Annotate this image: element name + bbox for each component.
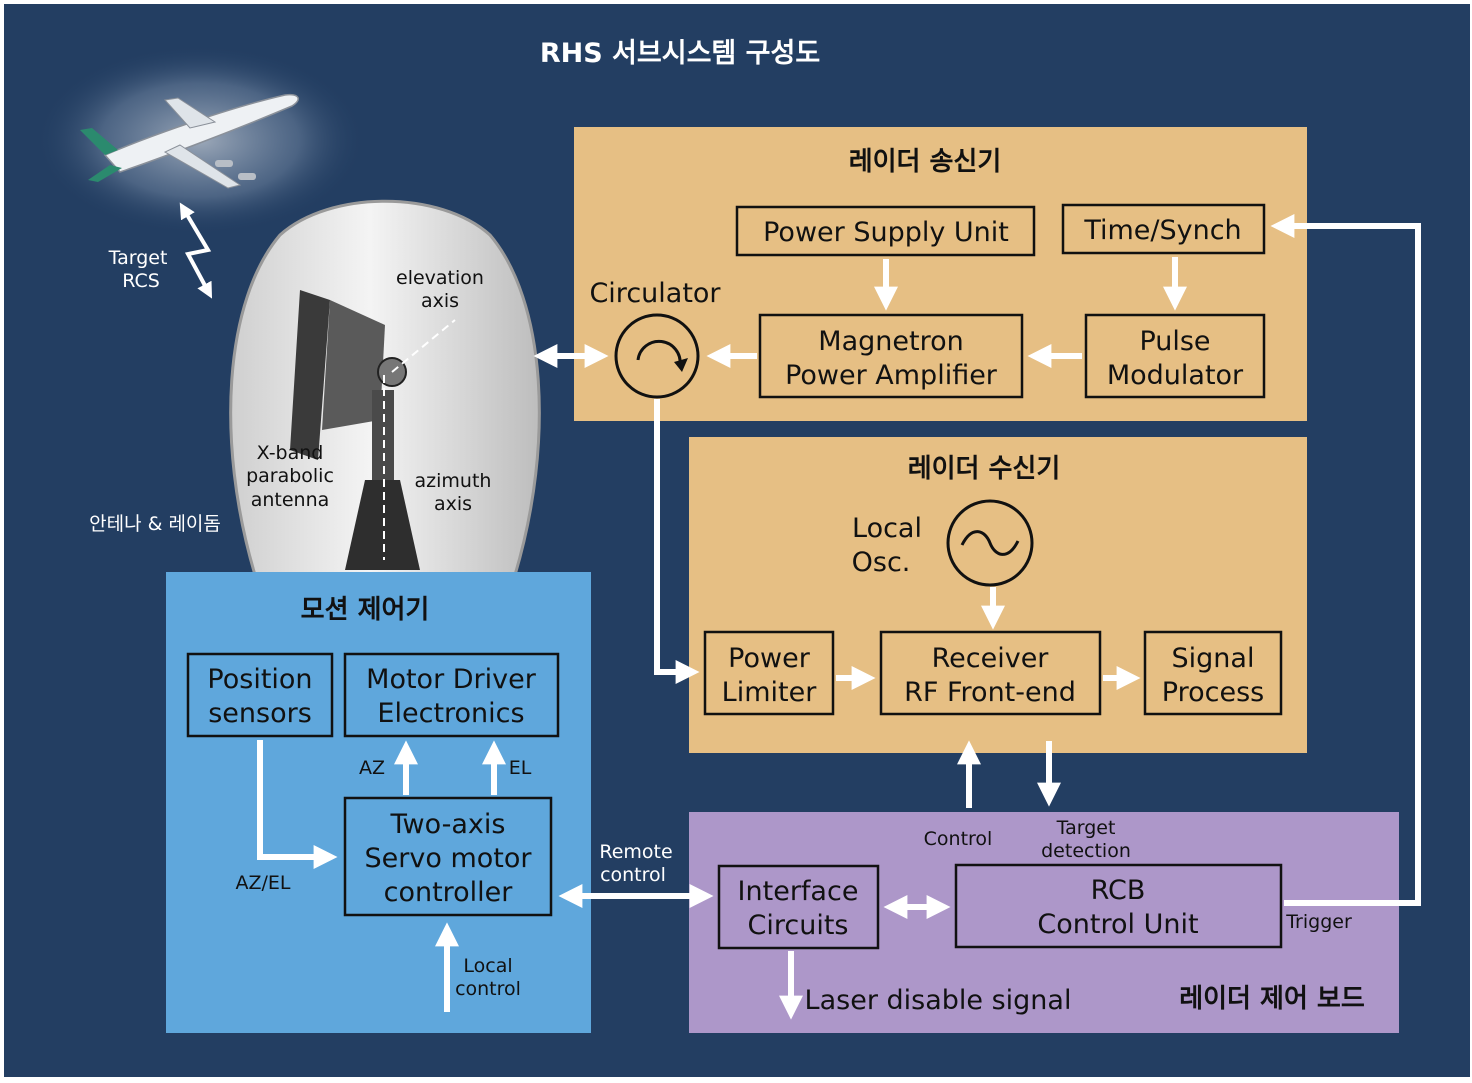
rcb-label-line1: RCB — [1091, 875, 1146, 906]
signal-process-label-line1: Signal — [1172, 643, 1255, 674]
power-supply-block — [735, 205, 1036, 257]
trigger-label: Trigger — [1285, 911, 1352, 933]
motor-driver-block — [343, 652, 560, 738]
laser-disable-label: Laser disable signal — [805, 985, 1072, 1016]
time-synch-block — [1061, 203, 1266, 255]
rcb-label-line2: Control Unit — [1037, 909, 1198, 940]
arrow-circulator-to-limiter — [654, 399, 700, 684]
diagram-title: RHS 서브시스템 구성도 — [540, 38, 820, 69]
power-limiter-label-line1: Power — [728, 643, 811, 674]
target-detection-label-line1: Target — [1056, 817, 1116, 839]
interface-circuits-block — [717, 864, 880, 950]
transmitter-title: 레이더 송신기 — [849, 147, 1002, 177]
magnetron-block — [758, 313, 1024, 399]
rcb-control-unit-block — [954, 863, 1283, 949]
rf-frontend-block — [879, 630, 1102, 716]
rcs-zigzag-arrow — [179, 202, 213, 299]
antenna-label-line2: parabolic — [246, 465, 334, 487]
antenna-icon — [290, 290, 456, 570]
local-osc-label-line2: Osc. — [852, 547, 911, 578]
motor-driver-label-line1: Motor Driver — [366, 664, 537, 695]
local-control-label-line2: control — [455, 978, 521, 1000]
interface-label-line2: Circuits — [748, 910, 849, 941]
signal-process-block — [1143, 630, 1283, 716]
magnetron-label-line2: Power Amplifier — [785, 360, 998, 391]
pulse-modulator-label-line2: Modulator — [1107, 360, 1244, 391]
pulse-modulator-block — [1084, 313, 1266, 399]
local-oscillator-icon — [946, 499, 1034, 587]
azimuth-label-line1: azimuth — [415, 470, 492, 492]
magnetron-label-line1: Magnetron — [818, 326, 963, 357]
antenna-label-line3: antenna — [251, 489, 330, 511]
motor-driver-label-line2: Electronics — [377, 698, 524, 729]
control-label: Control — [924, 828, 993, 850]
interface-label-line1: Interface — [738, 876, 859, 907]
local-control-label-line1: Local — [463, 955, 512, 977]
el-label: EL — [509, 757, 532, 779]
az-label: AZ — [359, 757, 385, 779]
remote-control-label-line2: control — [600, 864, 666, 886]
remote-control-label-line1: Remote — [599, 841, 672, 863]
antenna-label-line1: X-band — [257, 442, 324, 464]
power-limiter-label-line2: Limiter — [722, 677, 818, 708]
local-osc-label-line1: Local — [852, 513, 922, 544]
target-label-line2: RCS — [122, 270, 160, 292]
servo-controller-block — [343, 796, 553, 917]
arrow-trigger-to-synch — [1270, 214, 1421, 906]
elevation-label-line2: axis — [421, 290, 459, 312]
signal-process-label-line2: Process — [1162, 677, 1264, 708]
control-board-title: 레이더 제어 보드 — [1179, 984, 1365, 1014]
azimuth-label-line2: axis — [434, 493, 472, 515]
position-sensors-label-line2: sensors — [208, 698, 312, 729]
radome-label: 안테나 & 레이돔 — [89, 513, 221, 535]
signal-arrows — [257, 214, 1421, 1020]
servo-label-line3: controller — [384, 877, 514, 908]
servo-label-line2: Servo motor — [365, 843, 533, 874]
receiver-title: 레이더 수신기 — [908, 454, 1061, 484]
receiver-panel — [689, 437, 1307, 753]
rf-frontend-label-line1: Receiver — [932, 643, 1050, 674]
rf-frontend-label-line2: RF Front-end — [904, 677, 1076, 708]
power-supply-label: Power Supply Unit — [763, 217, 1009, 248]
time-synch-label: Time/Synch — [1083, 215, 1241, 246]
target-label-line1: Target — [108, 247, 168, 269]
azel-label: AZ/EL — [235, 872, 290, 894]
circulator-label: Circulator — [589, 278, 721, 309]
motion-title: 모션 제어기 — [301, 595, 430, 625]
pulse-modulator-label-line1: Pulse — [1139, 326, 1210, 357]
target-detection-label-line2: detection — [1041, 840, 1131, 862]
motion-controller-panel — [166, 572, 591, 1033]
position-sensors-block — [186, 652, 334, 738]
elevation-label-line1: elevation — [396, 267, 484, 289]
airplane-icon — [80, 93, 299, 189]
servo-label-line1: Two-axis — [390, 809, 506, 840]
power-limiter-block — [703, 630, 835, 716]
circulator-icon — [614, 313, 700, 399]
position-sensors-label-line1: Position — [207, 664, 312, 695]
arrow-position-to-servo — [257, 740, 338, 869]
